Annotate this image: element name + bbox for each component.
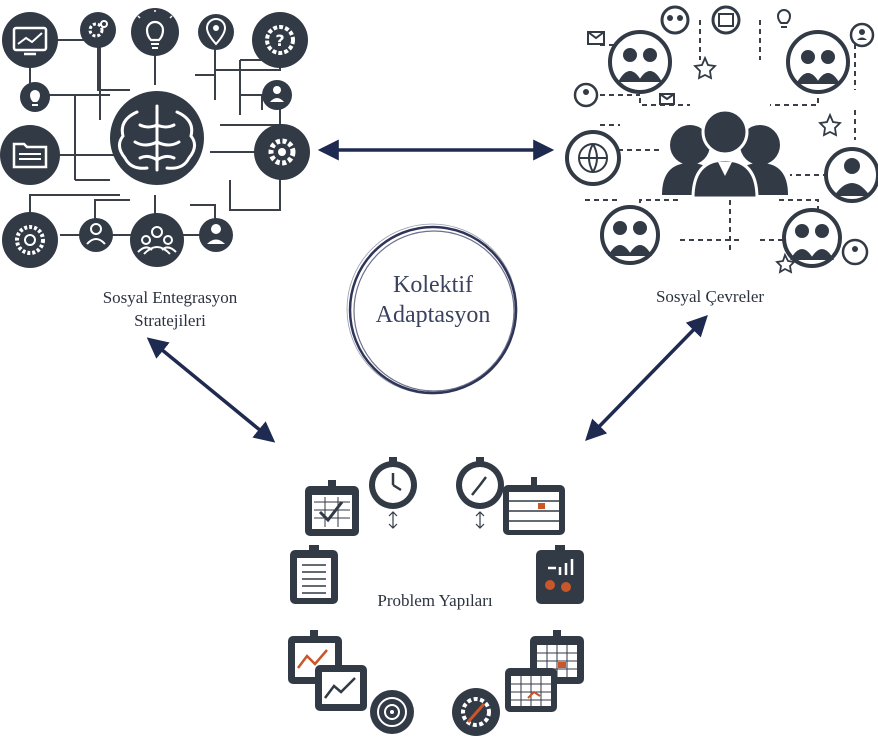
team-icon (130, 213, 184, 267)
gear-icon (80, 12, 116, 48)
brain-icon (110, 91, 204, 185)
mail-icon (587, 31, 605, 45)
connection-arrows (146, 139, 708, 443)
left-cluster-nodes: ? (0, 8, 310, 268)
person-avatar-icon (841, 238, 869, 266)
node-label-line: Stratejileri (134, 311, 206, 330)
node-label-problem-structures: Problem Yapıları (377, 591, 493, 610)
question-gear-icon: ? (252, 12, 308, 68)
analytics-board-icon (536, 545, 584, 604)
center-circle (346, 223, 518, 395)
target-icon (370, 690, 414, 734)
stopwatch-icon (369, 457, 417, 529)
person-avatar-icon (849, 22, 875, 48)
schedule-board-icon (503, 477, 565, 535)
star-icon (693, 55, 842, 274)
checklist-icon (290, 545, 338, 604)
people-group-icon (660, 5, 690, 35)
people-group-icon (573, 82, 599, 108)
user-icon (262, 80, 292, 110)
bottom-cluster (288, 457, 584, 736)
lightbulb-icon (776, 9, 792, 28)
people-group-icon (662, 108, 788, 200)
node-label-social-integration: Sosyal Entegrasyon Stratejileri (40, 286, 300, 332)
center-title-line: Adaptasyon (375, 302, 491, 328)
settings-cog-icon (2, 212, 58, 268)
right-cluster-nodes (565, 5, 878, 274)
location-pin-icon (198, 14, 234, 50)
person-avatar-icon (782, 208, 842, 268)
node-label-line: Sosyal Entegrasyon (102, 288, 238, 307)
folder-icon (711, 5, 741, 35)
center-title-line: Kolektif (393, 272, 473, 298)
stopwatch-icon (456, 457, 504, 529)
clipboard-check-icon (305, 480, 359, 536)
person-avatar-icon (824, 147, 878, 203)
arrow-left-bottom (146, 337, 276, 443)
chart-monitor-icon (2, 12, 58, 68)
person-avatar-icon (608, 30, 672, 94)
arrow-right-bottom (585, 314, 708, 442)
node-label-social-circles: Sosyal Çevreler (655, 287, 765, 306)
lightbulb-icon (20, 82, 50, 112)
chart-board-icon (315, 665, 367, 711)
folder-icon (0, 125, 60, 185)
person-avatar-icon (786, 30, 850, 94)
user-icon (79, 218, 113, 252)
center-title: Kolektif Adaptasyon (345, 270, 521, 330)
gear-wrench-icon (452, 688, 500, 736)
globe-icon (565, 130, 621, 186)
calendar-icon (505, 668, 557, 712)
lightbulb-icon (131, 8, 179, 56)
svg-text:?: ? (275, 31, 284, 50)
person-icon (199, 218, 233, 252)
mail-icon (659, 93, 675, 105)
settings-cog-icon (254, 124, 310, 180)
person-avatar-icon (600, 205, 660, 265)
